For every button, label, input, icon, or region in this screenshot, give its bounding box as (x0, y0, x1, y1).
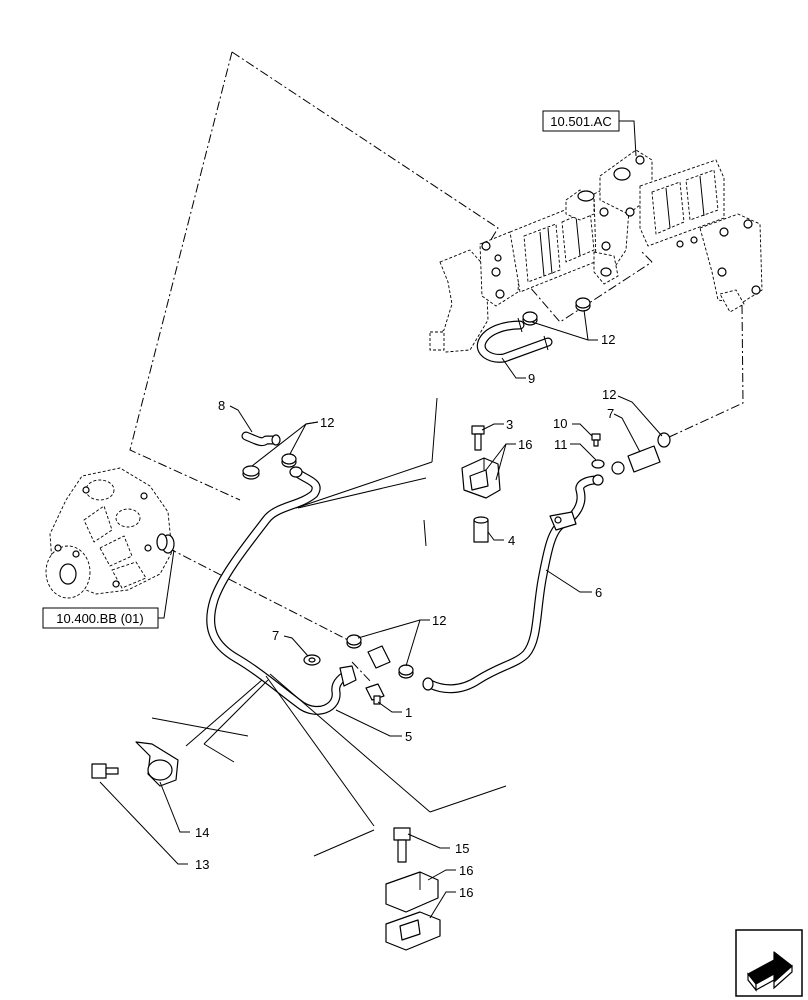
clamp-12-d (398, 664, 414, 679)
bolt-1 (365, 683, 385, 705)
hose-7-right (611, 432, 671, 475)
callout-7-right: 7 (607, 406, 614, 421)
screw-10 (591, 433, 601, 447)
callout-16-a: 16 (518, 437, 532, 452)
hose-9 (476, 317, 553, 363)
clamp-12-b (281, 453, 297, 468)
reference-water-pump-label: 10.400.BB (01) (56, 611, 143, 626)
callout-14: 14 (195, 825, 209, 840)
bolt-13 (91, 763, 119, 779)
clamp-12-c (346, 634, 362, 649)
callout-6: 6 (595, 585, 602, 600)
sleeve-hose-mid (367, 645, 391, 669)
callout-5: 5 (405, 729, 412, 744)
callout-7-left: 7 (272, 628, 279, 643)
gasket-7-left (303, 654, 321, 666)
clip-14 (135, 741, 179, 787)
callout-8: 8 (218, 398, 225, 413)
callout-16-b: 16 (459, 863, 473, 878)
clamp-12-a (242, 465, 260, 480)
assembly-lines (129, 51, 744, 684)
clamp-12-upper-left (522, 311, 538, 326)
sleeve-4 (473, 516, 489, 543)
detail-cut-lines (151, 397, 507, 857)
reference-water-pump[interactable]: 10.400.BB (01) (42, 549, 175, 629)
bracket-16-lower (385, 911, 441, 951)
callout-12-right: 12 (602, 387, 616, 402)
reference-egr-cooler-label: 10.501.AC (550, 114, 611, 129)
callout-4: 4 (508, 533, 515, 548)
egr-cooler-assembly (429, 149, 763, 353)
callout-9: 9 (528, 371, 535, 386)
bolt-3 (471, 425, 485, 451)
callout-10: 10 (553, 416, 567, 431)
pipe-6 (422, 474, 604, 694)
reference-egr-cooler[interactable]: 10.501.AC (542, 110, 637, 157)
elbow-hose-8 (241, 431, 281, 447)
leader-lines (99, 309, 663, 919)
water-pump (45, 467, 175, 599)
next-page-arrow-icon[interactable] (735, 929, 803, 997)
clamp-12-upper-right (575, 297, 591, 312)
callout-16-c: 16 (459, 885, 473, 900)
callout-12-a: 12 (320, 415, 334, 430)
bolt-15 (393, 827, 411, 863)
callout-3: 3 (506, 417, 513, 432)
bracket-16-mid (385, 871, 439, 913)
washer-11 (591, 459, 605, 469)
callout-13: 13 (195, 857, 209, 872)
callout-1: 1 (405, 705, 412, 720)
callout-numbers: 8 12 3 16 4 10 11 7 12 9 12 6 12 7 1 5 1… (195, 332, 616, 900)
bracket-16-upper (461, 457, 501, 499)
callout-15: 15 (455, 841, 469, 856)
callout-12-mid: 12 (432, 613, 446, 628)
callout-12-top: 12 (601, 332, 615, 347)
callout-11: 11 (554, 437, 568, 452)
pipe-5 (206, 466, 357, 715)
